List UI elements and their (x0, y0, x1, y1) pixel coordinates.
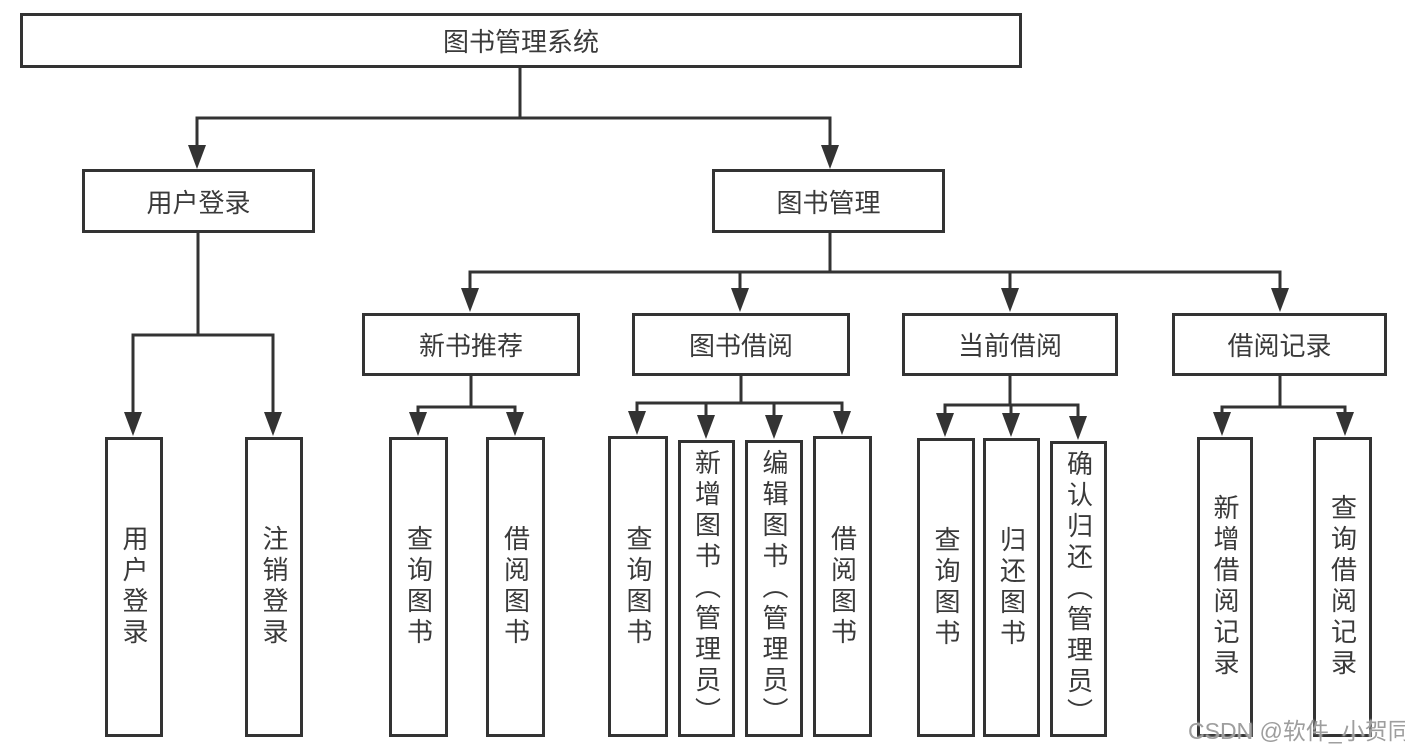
node-label: 确认归还（管理员） (1063, 449, 1094, 729)
node-label: 归还图书 (996, 525, 1027, 650)
leaf-user-login: 用户登录 (105, 437, 163, 737)
leaf-current-confirm-admin: 确认归还（管理员） (1050, 441, 1107, 737)
leaf-newbooks-borrow: 借阅图书 (486, 437, 545, 737)
leaf-current-query: 查询图书 (917, 438, 975, 737)
leaf-bookborrow-query: 查询图书 (608, 436, 668, 737)
node-borrow-records: 借阅记录 (1172, 313, 1387, 376)
leaf-records-add: 新增借阅记录 (1197, 437, 1253, 737)
node-label: 查询图书 (931, 525, 961, 650)
node-label: 编辑图书（管理员） (759, 449, 789, 728)
node-label: 借阅记录 (1227, 331, 1332, 361)
leaf-bookborrow-add-admin: 新增图书（管理员） (678, 440, 735, 737)
node-label: 图书借阅 (688, 331, 793, 361)
node-label: 新书推荐 (418, 331, 523, 361)
leaf-bookborrow-borrow: 借阅图书 (813, 436, 872, 737)
node-book-borrow: 图书借阅 (632, 313, 850, 376)
node-label: 图书管理系统 (442, 27, 599, 57)
node-user-login: 用户登录 (82, 169, 315, 233)
leaf-current-return: 归还图书 (983, 438, 1040, 737)
node-label: 借阅图书 (500, 525, 531, 649)
leaf-newbooks-query: 查询图书 (389, 437, 448, 737)
leaf-logout: 注销登录 (245, 437, 303, 737)
node-label: 注销登录 (259, 525, 289, 649)
node-label: 用户登录 (119, 525, 149, 649)
node-label: 查询图书 (403, 525, 434, 649)
node-label: 新增借阅记录 (1210, 494, 1240, 680)
node-library-management-system: 图书管理系统 (20, 13, 1022, 68)
leaf-records-query: 查询借阅记录 (1313, 437, 1372, 737)
node-label: 图书管理 (776, 187, 881, 218)
csdn-watermark: CSDN @软件_小贺同学 (1188, 718, 1405, 744)
node-label: 当前借阅 (957, 331, 1062, 361)
node-label: 查询借阅记录 (1327, 494, 1358, 680)
node-label: 查询图书 (623, 524, 653, 649)
node-new-book-recommend: 新书推荐 (362, 313, 580, 376)
leaf-bookborrow-edit-admin: 编辑图书（管理员） (745, 440, 803, 737)
node-current-borrow: 当前借阅 (902, 313, 1118, 376)
node-book-management: 图书管理 (712, 169, 945, 233)
node-label: 借阅图书 (827, 524, 858, 649)
node-label: 用户登录 (146, 187, 251, 218)
node-label: 新增图书（管理员） (691, 449, 722, 728)
